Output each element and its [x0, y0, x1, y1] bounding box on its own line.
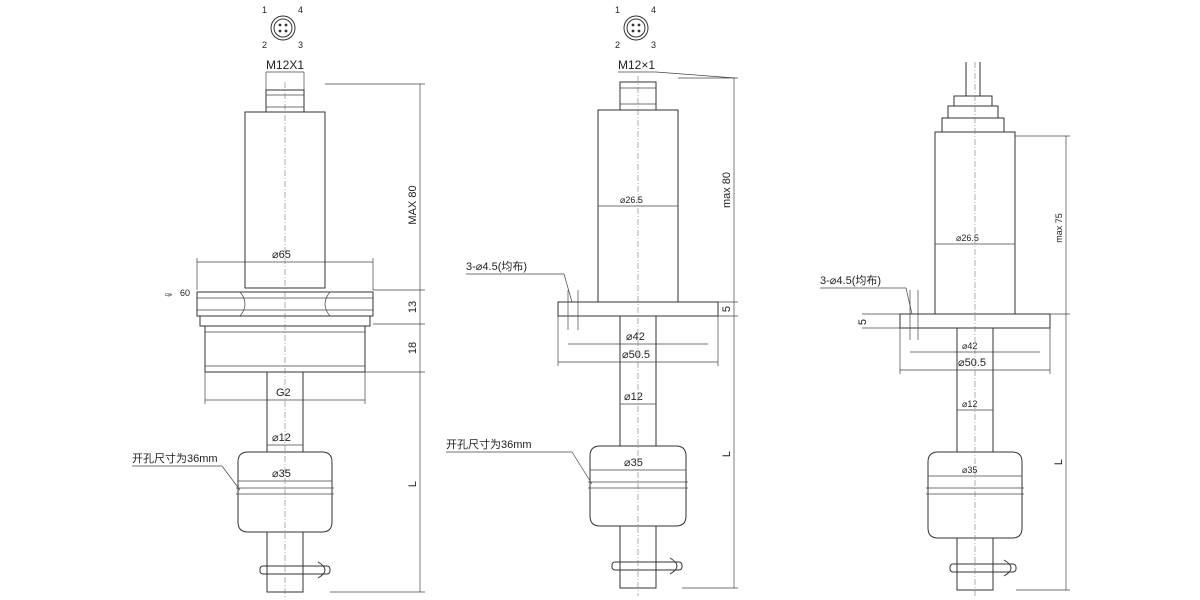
pin-label-1: 1: [615, 5, 620, 15]
float-diameter-label-left: ⌀35: [272, 468, 291, 480]
stem-diameter-label-left: ⌀12: [272, 432, 291, 444]
retaining-clip-middle: [611, 561, 683, 571]
pin-label-3: 3: [298, 40, 303, 50]
cutout-note-middle: 开孔尺寸为36mm: [446, 437, 532, 451]
body-diameter-label-right: ⌀26.5: [956, 233, 979, 243]
length-label-middle: L: [721, 451, 733, 457]
cutout-note-left: 开孔尺寸为36mm: [132, 451, 218, 465]
stem-diameter-label-middle: ⌀12: [624, 391, 643, 403]
flange-diameter-label-middle: ⌀50.5: [622, 349, 650, 361]
bolt-circle-label-right: ⌀42: [962, 341, 977, 351]
pin-label-4: 4: [651, 5, 656, 15]
view-left: 1 4 2 3 M12X1 ⌀65 ✑ 60: [132, 5, 425, 598]
pin-label-1: 1: [262, 5, 267, 15]
max-length-label-left: MAX 80: [407, 185, 419, 224]
float-diameter-label-middle: ⌀35: [624, 457, 643, 469]
wrench-icon: ✑: [165, 290, 173, 300]
cable-right: [965, 62, 981, 96]
bolt-circle-label-middle: ⌀42: [626, 331, 645, 343]
pin-label-4: 4: [298, 5, 303, 15]
flange-thickness-label-middle: 5: [721, 306, 733, 312]
connector-face-left: 1 4 2 3: [262, 5, 303, 50]
max-length-label-middle: max 80: [721, 172, 733, 208]
float-diameter-label-right: ⌀35: [962, 465, 977, 475]
length-label-left: L: [407, 481, 419, 487]
stem-diameter-label-right: ⌀12: [962, 399, 977, 409]
holes-note-right: 3-⌀4.5(均布): [820, 274, 881, 287]
pin-label-2: 2: [615, 40, 620, 50]
cable-gland-right: [953, 95, 993, 107]
holes-note-middle: 3-⌀4.5(均布): [466, 260, 527, 273]
thread-label-left: M12X1: [266, 58, 304, 72]
flange-thickness-label-right: 5: [857, 319, 869, 325]
hex-height-label-left: 13: [407, 301, 419, 313]
max-length-label-right: max 75: [1054, 213, 1064, 243]
flange-diameter-label-right: ⌀50.5: [958, 357, 986, 369]
pin-label-2: 2: [262, 40, 267, 50]
pin-label-3: 3: [651, 40, 656, 50]
hex-size-label-left: 60: [180, 288, 190, 298]
retaining-clip-left: [259, 565, 331, 575]
length-label-right: L: [1053, 459, 1065, 465]
thread-height-label-left: 18: [407, 342, 419, 354]
body-diameter-label-middle: ⌀26.5: [620, 195, 643, 205]
hex-nut-left: [196, 291, 374, 317]
retaining-clip-right: [949, 563, 1017, 573]
view-right: ⌀26.5 3-⌀4.5(均布) 5 ⌀42 ⌀50.5 ⌀12 ⌀35: [820, 62, 1070, 596]
flange-diameter-label-left: ⌀65: [272, 249, 291, 261]
connector-face-middle: 1 4 2 3: [615, 5, 656, 50]
view-middle: 1 4 2 3 M12×1 ⌀26.5 3-⌀4.5(均布) ⌀42 ⌀50.5…: [446, 5, 738, 596]
thread-label-middle: M12×1: [618, 58, 655, 72]
thread-spec-label-left: G2: [276, 387, 291, 399]
